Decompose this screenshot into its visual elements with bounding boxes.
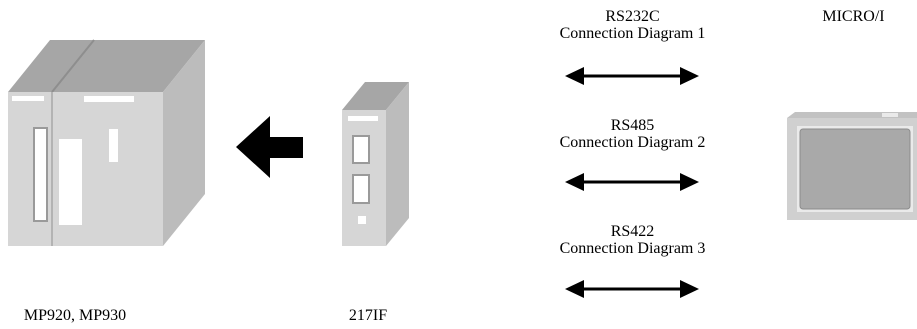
micro-i-display-illustration (787, 112, 917, 220)
connection-1-label: RS232C Connection Diagram 1 (520, 8, 745, 42)
connection-3-diagram: Connection Diagram 3 (559, 240, 706, 257)
module-217if-illustration (342, 82, 409, 246)
connection-arrow-icon-1 (565, 67, 699, 85)
plc-caption: MP920, MP930 (23, 307, 127, 324)
connection-2-diagram: Connection Diagram 2 (559, 134, 706, 151)
display-caption: MICRO/I (822, 8, 885, 25)
connection-1-protocol: RS232C (605, 8, 660, 25)
connection-2-label: RS485 Connection Diagram 2 (520, 117, 745, 151)
connection-arrow-icon-3 (565, 280, 699, 298)
connection-1-diagram: Connection Diagram 1 (559, 25, 706, 42)
connection-2-protocol: RS485 (610, 117, 655, 134)
connection-3-protocol: RS422 (610, 223, 655, 240)
direction-arrow-icon (236, 116, 303, 178)
plc-illustration (8, 39, 205, 246)
connection-3-label: RS422 Connection Diagram 3 (520, 223, 745, 257)
connection-arrow-icon-2 (565, 173, 699, 191)
module-caption: 217IF (348, 307, 388, 324)
